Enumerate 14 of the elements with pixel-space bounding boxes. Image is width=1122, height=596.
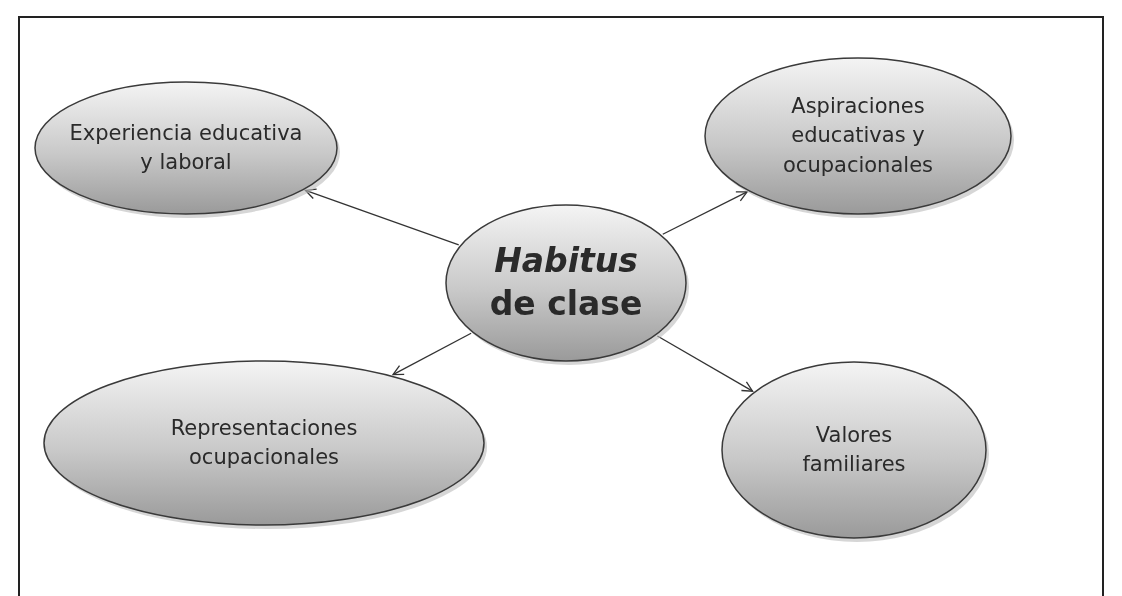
- arrow: [662, 191, 748, 235]
- ellipse-node: [720, 360, 988, 540]
- node-label: Experiencia educativa y laboral: [68, 119, 304, 176]
- node-label: Representaciones ocupacionales: [169, 414, 359, 471]
- node-label: Valores familiares: [801, 421, 907, 478]
- node-label: Aspiraciones educativas y ocupacionales: [782, 92, 934, 179]
- ellipse-node: [444, 203, 688, 363]
- ellipse-node: [33, 80, 339, 216]
- arrow: [656, 335, 754, 392]
- ellipse-node: [703, 56, 1013, 216]
- arrow: [304, 188, 460, 246]
- ellipse-node: [42, 359, 486, 527]
- arrow: [392, 332, 472, 376]
- node-label: Habitus de clase: [488, 240, 644, 325]
